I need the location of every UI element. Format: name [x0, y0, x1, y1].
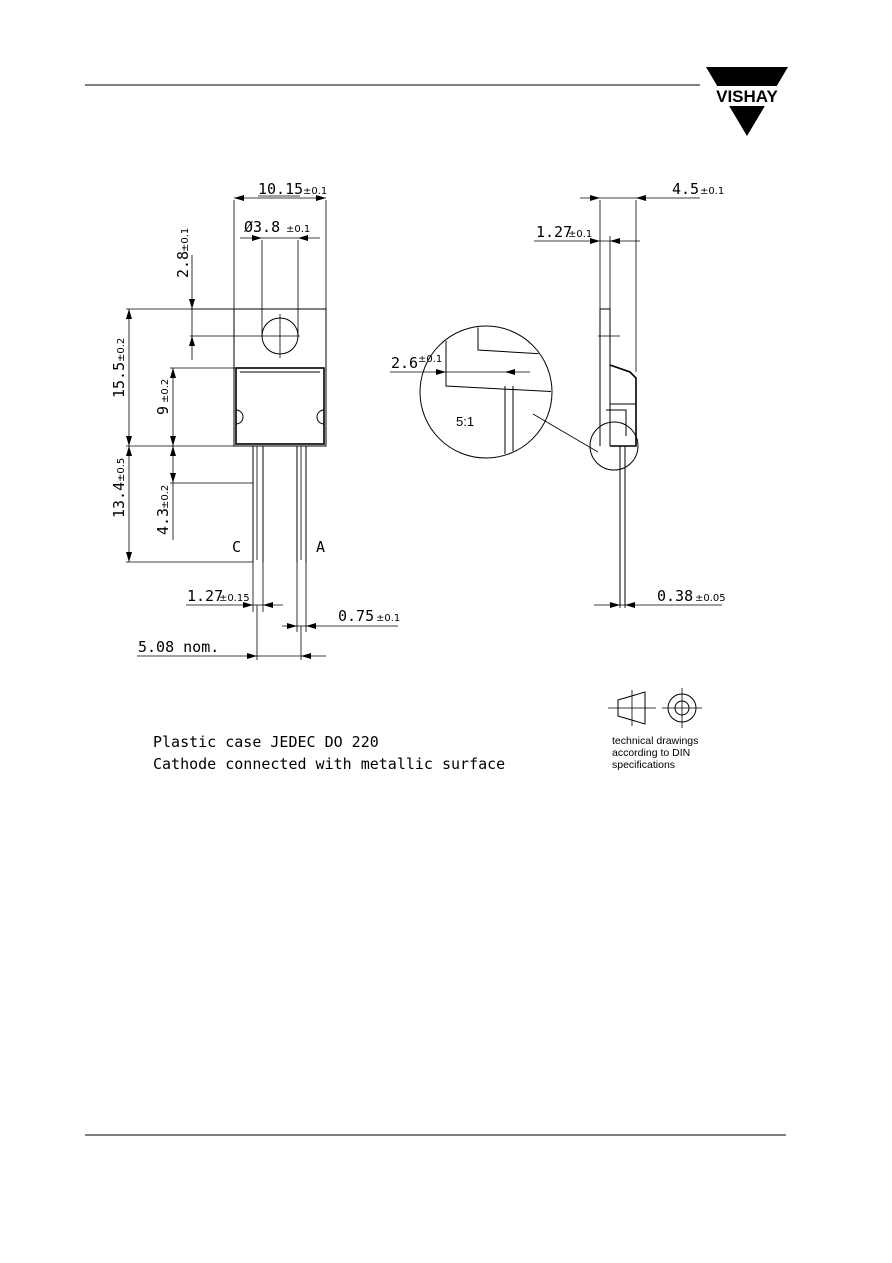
dim-hole-tol: ±0.1	[286, 224, 310, 235]
dim-hole-value: Ø3.8	[244, 218, 280, 236]
dim-pitch-value: 5.08 nom.	[138, 638, 219, 656]
dim-width-tol: ±0.1	[303, 186, 327, 197]
dim-lead-wide-tol: ±0.2	[160, 485, 171, 509]
vishay-logo: VISHAY	[702, 67, 792, 136]
detail-scale-label: 5:1	[456, 414, 474, 429]
dim-body-height-tol: ±0.2	[116, 338, 127, 362]
din-note-line-3: specifications	[612, 759, 675, 771]
dim-lead-thickness-value: 0.75	[338, 607, 374, 625]
dim-side-lead-thickness-tol: ±0.05	[695, 593, 726, 604]
note-line-1: Plastic case JEDEC DO 220	[153, 733, 379, 751]
dim-side-lead-thickness-value: 0.38	[657, 587, 693, 605]
dim-hole-offset-tol: ±0.1	[180, 228, 191, 252]
dim-detail-value: 2.6	[391, 354, 418, 372]
dim-lead-thickness-tol: ±0.1	[376, 613, 400, 624]
pin-a-label: A	[316, 538, 325, 556]
din-note-line-1: technical drawings	[612, 735, 698, 747]
dim-tab-thickness-tol: ±0.1	[568, 229, 592, 240]
dim-lead-length-tol: ±0.5	[116, 458, 127, 482]
dim-body-height-value: 15.5	[110, 362, 128, 398]
front-view: 10.15 ±0.1 Ø3.8 ±0.1 2.8 ±0.1 15.5 ±0.2	[110, 180, 400, 660]
dim-hole-offset-value: 2.8	[174, 251, 192, 278]
din-note-line-2: according to DIN	[612, 747, 690, 759]
dim-tab-height-value: 9	[154, 406, 172, 415]
dim-detail-tol: ±0.1	[418, 354, 442, 365]
dim-lead-length-value: 13.4	[110, 482, 128, 518]
projection-symbol-icon	[608, 688, 702, 728]
dim-side-thickness-value: 4.5	[672, 180, 699, 198]
dim-width-value: 10.15	[258, 180, 303, 198]
dim-side-thickness-tol: ±0.1	[700, 186, 724, 197]
logo-text: VISHAY	[716, 87, 778, 106]
side-view: 4.5 ±0.1 1.27 ±0.1 0.38 ±0.05	[390, 180, 726, 608]
pin-c-label: C	[232, 538, 241, 556]
dim-lead-width-value: 1.27	[187, 587, 223, 605]
detail-view: 2.6 ±0.1 5:1	[390, 325, 553, 459]
dim-tab-thickness-value: 1.27	[536, 223, 572, 241]
note-line-2: Cathode connected with metallic surface	[153, 755, 505, 773]
dim-lead-wide-value: 4.3	[154, 508, 172, 535]
dim-lead-width-tol: ±0.15	[219, 593, 250, 604]
dim-tab-height-tol: ±0.2	[160, 379, 171, 403]
